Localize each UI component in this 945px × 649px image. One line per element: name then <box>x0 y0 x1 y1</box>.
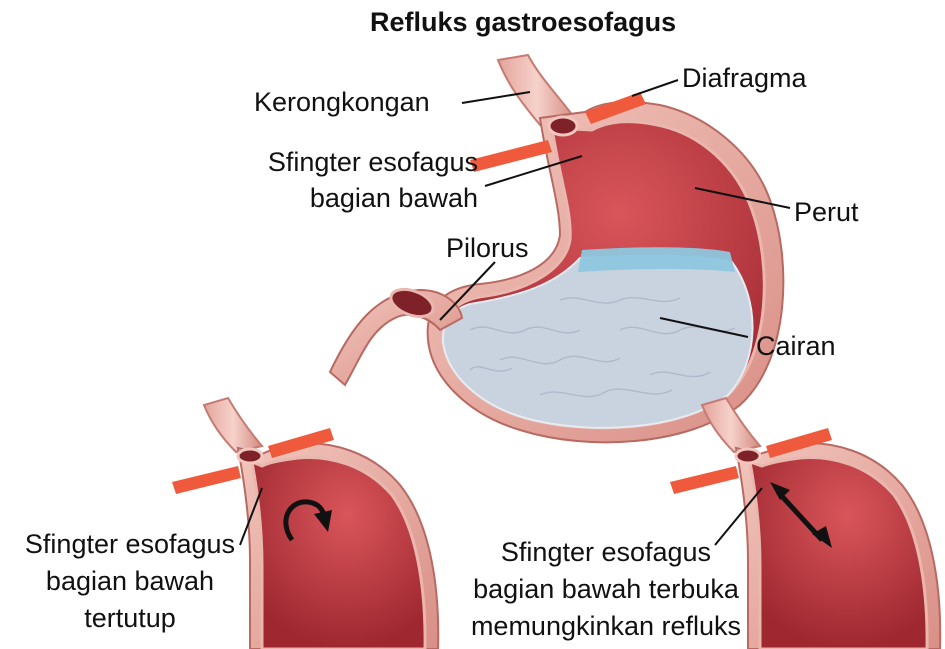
diaphragm-left <box>470 140 552 172</box>
leader-lines <box>439 79 791 338</box>
pylorus-opening <box>389 287 435 319</box>
label-kerongkongan: Kerongkongan <box>254 87 430 117</box>
inset-open-lining <box>748 456 929 649</box>
inset-closed-caption-line3: tertutup <box>84 603 176 633</box>
sphincter-opening <box>547 115 579 137</box>
inset-closed-caption-line1: Sfingter esofagus <box>24 529 236 559</box>
inset-closed <box>172 396 440 649</box>
inset-closed-sphincter <box>236 447 264 465</box>
inset-closed-caption-line2: bagian bawah <box>45 566 215 596</box>
inset-open-esophagus <box>700 396 762 454</box>
inset-closed-diaphragm-right <box>268 428 334 458</box>
label-cairan: Cairan <box>756 331 836 361</box>
reflux-arrowhead-icon <box>770 482 790 500</box>
label-sfingter-line1: Sfingter esofagus <box>267 147 478 177</box>
label-pilorus: Pilorus <box>446 233 529 263</box>
acid-band <box>578 247 735 272</box>
inset-open-diaphragm-left <box>670 466 739 494</box>
inset-open-leader <box>714 487 763 546</box>
inset-closed-esophagus <box>202 396 264 454</box>
label-perut: Perut <box>794 197 859 227</box>
reflux-arrow-shaft <box>776 490 824 542</box>
inset-closed-diaphragm-left <box>172 466 241 494</box>
reflux-arrow-tail <box>812 526 832 548</box>
inset-open <box>670 396 942 649</box>
diaphragm-right <box>585 92 646 124</box>
inset-closed-leader <box>239 487 263 546</box>
inset-open-diaphragm-right <box>766 428 832 458</box>
label-sfingter-line2: bagian bawah <box>309 183 478 213</box>
curved-arrow-icon <box>283 499 327 542</box>
main-stomach <box>328 53 791 444</box>
inset-open-caption-line3: memungkinkan refluks <box>470 611 742 641</box>
inset-open-caption-line1: Sfingter esofagus <box>500 537 712 567</box>
diagram-title: Refluks gastroesofagus <box>370 7 677 37</box>
arrowhead-icon <box>314 510 332 532</box>
inset-open-caption-line2: bagian bawah terbuka <box>473 574 739 604</box>
label-diafragma: Diafragma <box>682 63 807 93</box>
inset-open-sphincter <box>734 447 762 465</box>
